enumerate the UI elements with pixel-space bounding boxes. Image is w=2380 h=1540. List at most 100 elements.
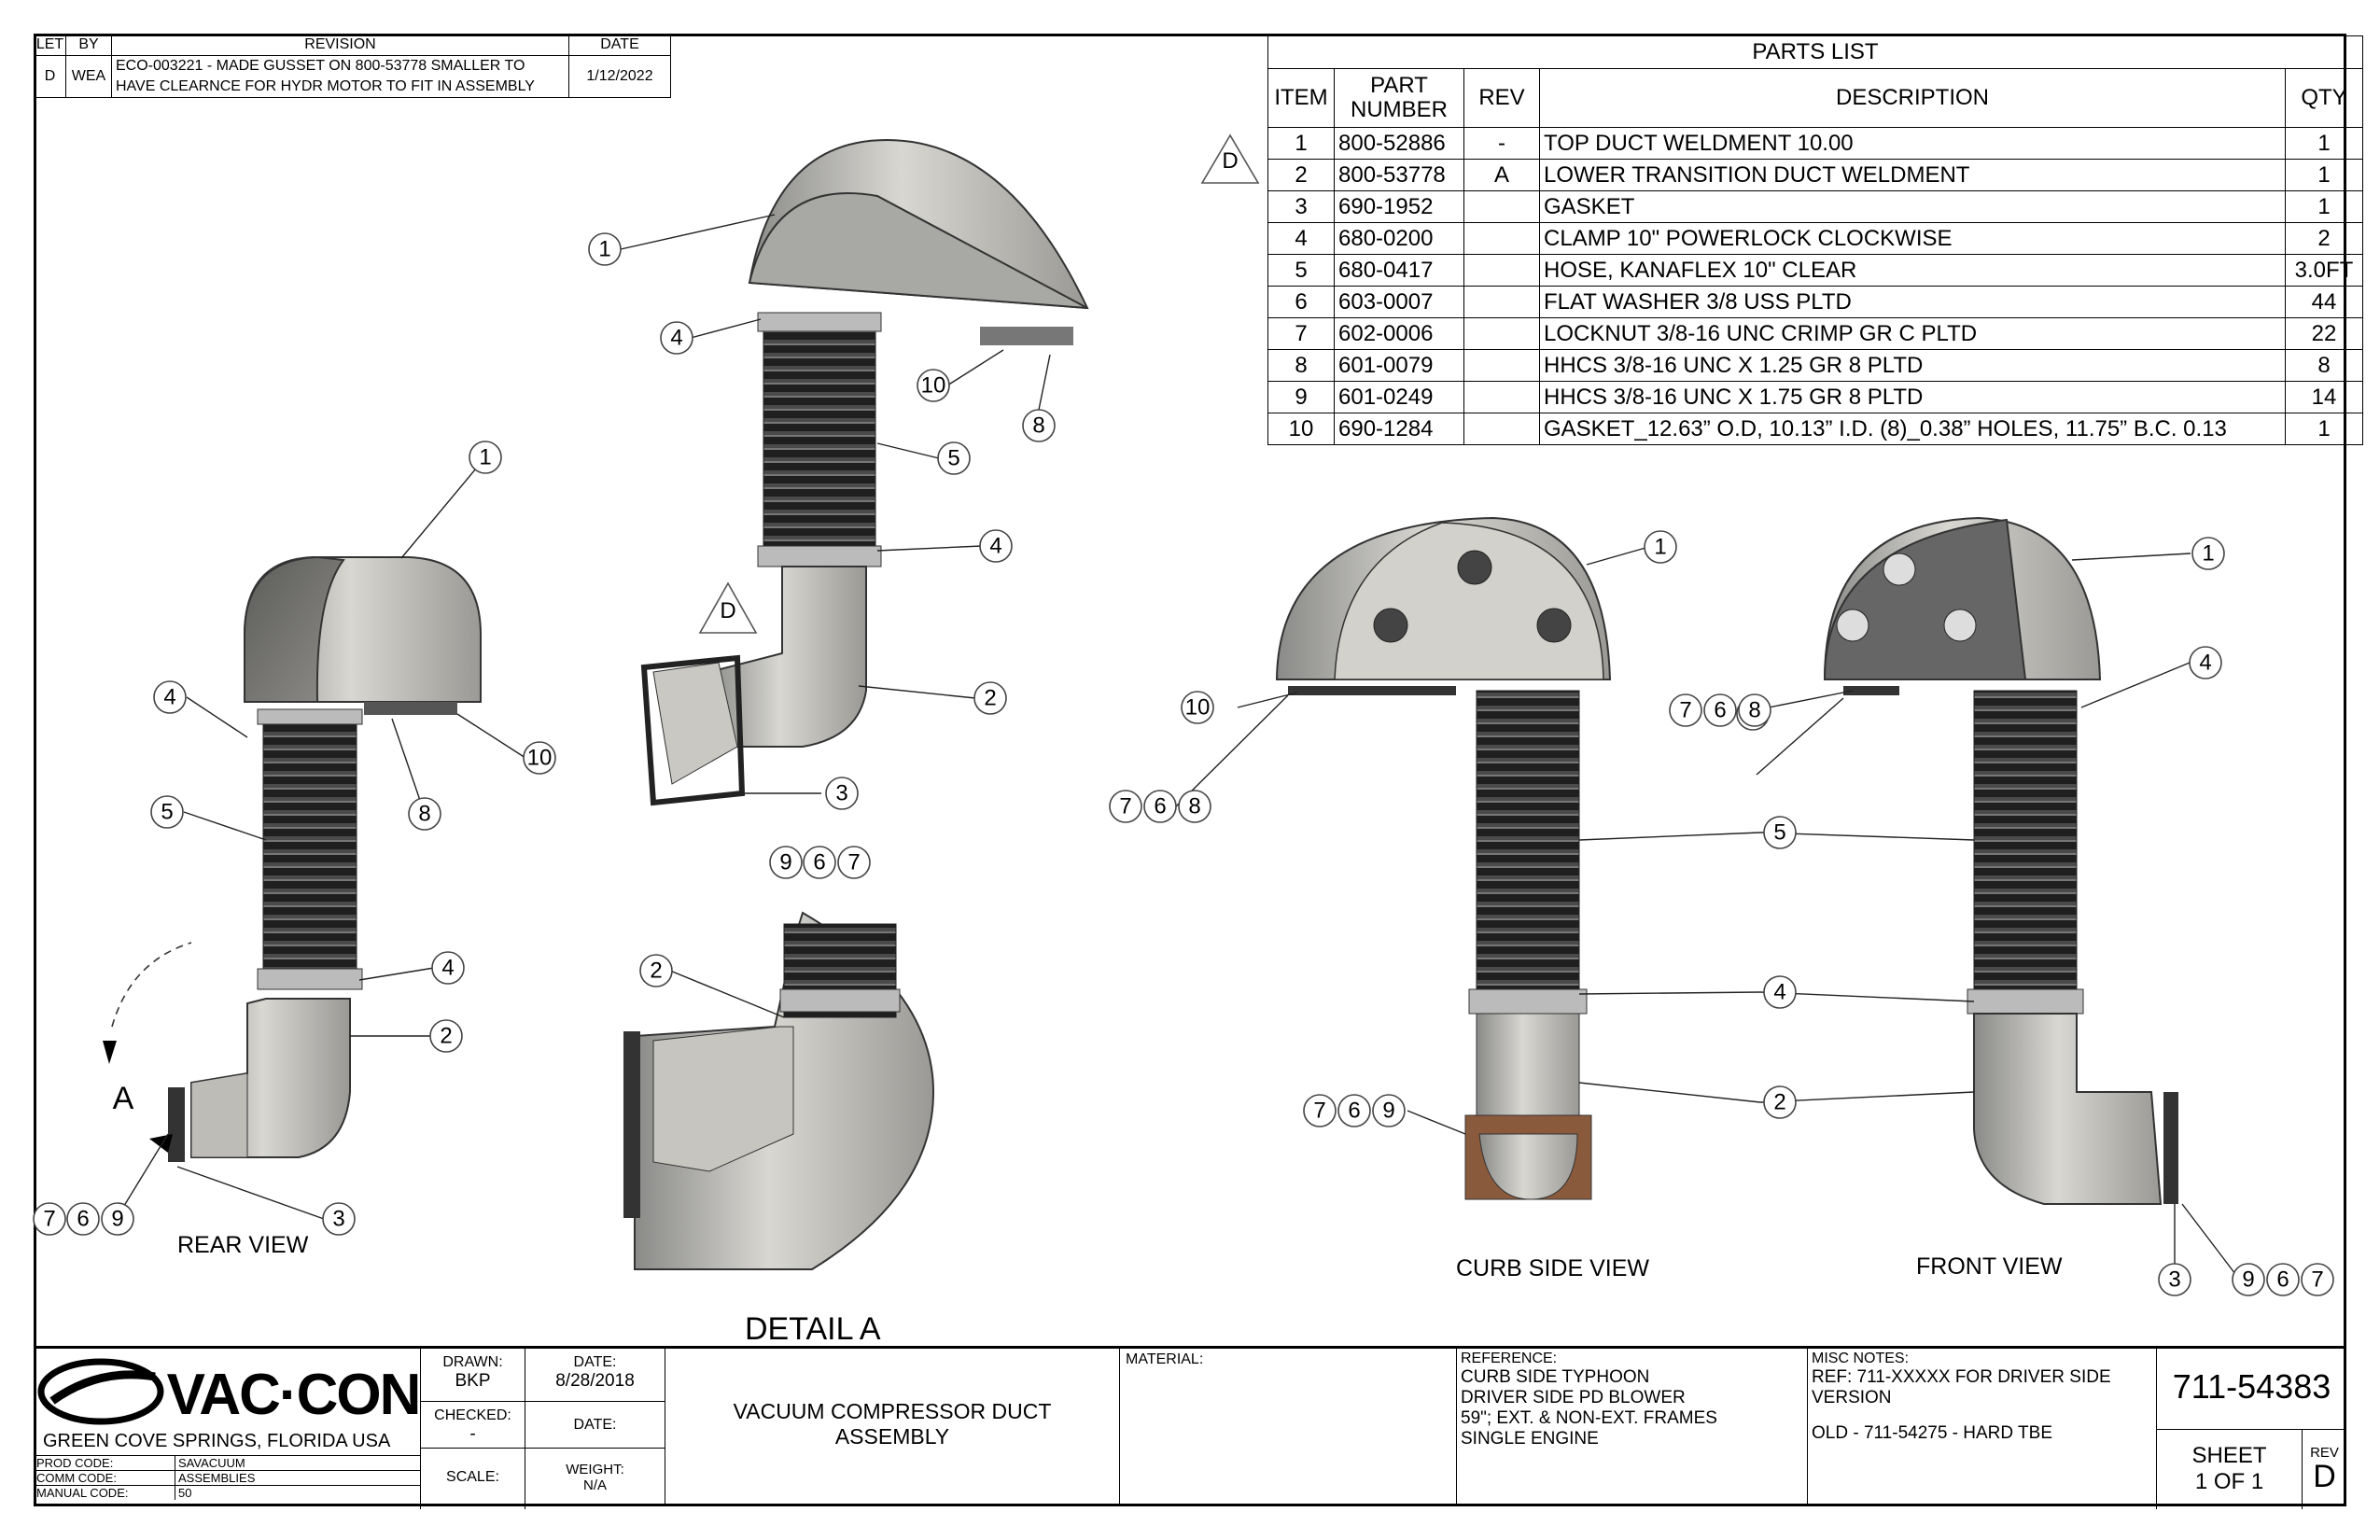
reference-line-2: DRIVER SIDE PD BLOWER [1461,1388,1686,1407]
parts-qty: 1 [2285,159,2363,191]
item-balloon: 2 [429,1019,463,1053]
misc-notes-label: MISC NOTES: [1812,1351,1910,1366]
item-balloon: 1 [469,441,502,474]
balloon-circle [979,529,1013,563]
parts-part-number: 601-0079 [1334,349,1464,382]
balloon-circle [66,1202,100,1236]
parts-list: PARTS LIST ITEM PART NUMBER REV DESCRIPT… [1267,35,2363,445]
item-balloon: 9 [769,846,803,879]
parts-item: 8 [1267,349,1335,382]
parts-description: TOP DUCT WELDMENT 10.00 [1539,127,2286,160]
item-balloon: 6 [2266,1263,2300,1296]
item-balloon: 7 [1669,693,1702,727]
checked-cell: CHECKED: - [420,1401,525,1448]
balloon-number: 7 [43,1207,55,1232]
balloon-number: 6 [1348,1099,1360,1124]
balloon-circle [523,741,556,775]
balloon-number: 7 [847,850,860,875]
item-balloon: 2 [973,681,1007,715]
balloon-number: 7 [1119,794,1131,819]
parts-qty: 14 [2285,381,2363,413]
balloon-circle [2232,1263,2265,1296]
balloon-circle [33,1202,66,1236]
parts-part-number: 680-0417 [1334,254,1464,287]
comm-code: ASSEMBLIES [175,1470,420,1486]
vaccon-logo: VAC·CON [37,1358,421,1427]
date2-label: DATE: [573,1417,617,1433]
checked-value: - [469,1424,476,1444]
drawn-value: BKP [455,1371,491,1391]
revision-triangle-1: D [1200,133,1260,184]
balloon-circle [1372,1094,1406,1127]
item-balloon: 9 [101,1202,134,1236]
parts-description: HHCS 3/8-16 UNC X 1.75 GR 8 PLTD [1539,381,2286,413]
balloon-number: 4 [163,685,175,710]
balloon-number: 8 [1188,794,1200,819]
balloon-number: 6 [1714,698,1726,723]
revision-block: LET BY REVISION DATE D WEA ECO-003221 - … [34,34,671,98]
balloon-number: 5 [1773,820,1785,846]
section-letter: A [113,1081,134,1116]
scale-label: SCALE: [446,1469,499,1485]
balloon-circle [150,795,184,829]
balloon-number: 9 [779,850,791,875]
item-balloon: 1 [2191,537,2225,570]
parts-header-rev: REV [1463,68,1540,128]
company-name: VAC·CON [167,1363,420,1427]
parts-rev [1463,222,1540,255]
balloon-number: 7 [1679,698,1691,723]
parts-qty: 1 [2285,413,2363,445]
balloon-circle [825,777,859,810]
parts-qty: 1 [2285,127,2363,160]
balloon-circle [1022,409,1056,442]
item-balloon: 2 [639,954,673,987]
prod-code: SAVACUUM [175,1455,420,1471]
balloon-number: 3 [835,781,847,806]
balloon-number: 5 [947,446,959,471]
item-balloon: 7 [837,846,871,879]
date-label: DATE: [573,1354,617,1370]
balloon-circle [2189,646,2222,679]
parts-part-number: 603-0007 [1334,286,1464,318]
item-balloon: 5 [150,795,184,829]
company-block: VAC·CON GREEN COVE SPRINGS, FLORIDA USA … [34,1349,421,1506]
item-balloon: 7 [2301,1263,2334,1296]
leader-lines [119,214,2236,1275]
item-balloon: 9 [1372,1094,1406,1127]
item-balloon: 3 [2158,1263,2191,1296]
item-balloon: 7 [1109,790,1142,823]
item-balloon: 7 [1303,1094,1337,1127]
parts-qty: 44 [2285,286,2363,318]
balloon-number: 5 [161,800,173,825]
balloon-circle [2301,1263,2334,1296]
item-balloon: 6 [1337,1094,1371,1127]
curb-side-view [1275,516,1612,1200]
balloon-circle [1703,693,1737,727]
item-balloon: 8 [1178,790,1211,823]
parts-part-number: 602-0006 [1334,317,1464,350]
comm-code-label: COMM CODE: [34,1470,175,1486]
parts-item: 4 [1267,222,1335,255]
balloon-circle [153,680,187,714]
drawing-views: D D A 1410854239671410854237692111041076… [33,133,2334,1296]
sheet-value: 1 OF 1 [2194,1469,2264,1494]
balloon-number: 2 [1773,1090,1785,1115]
item-balloon: 8 [1738,693,1771,727]
balloon-number: 6 [813,850,825,875]
parts-header-qty: QTY [2285,68,2363,128]
balloon-circle [837,846,871,879]
parts-rev [1463,349,1540,382]
item-balloon: 4 [153,680,187,714]
rear-view [103,555,482,1162]
reference-label: REFERENCE: [1461,1351,1558,1366]
balloon-number: 3 [2168,1267,2180,1293]
manual-code: 50 [175,1485,420,1500]
balloon-number: 4 [989,534,1001,559]
company-location: GREEN COVE SPRINGS, FLORIDA USA [43,1431,391,1451]
balloon-number: 10 [1185,695,1211,721]
balloon-number: 6 [77,1207,89,1232]
